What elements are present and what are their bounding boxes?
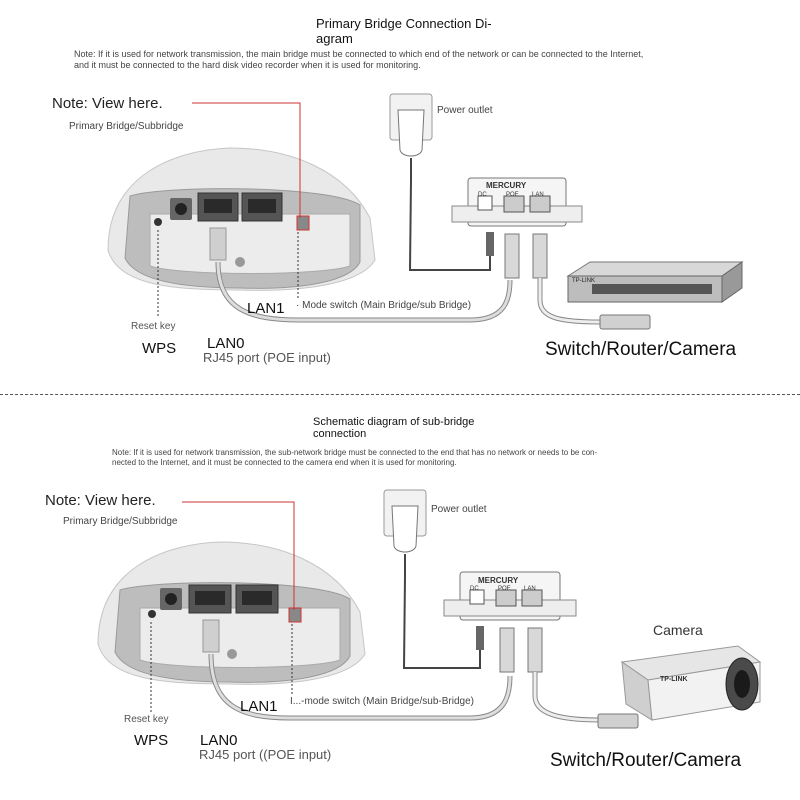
sub-bridge-diagram: Schematic diagram of sub-bridge connecti… bbox=[0, 396, 800, 800]
mode-switch-icon bbox=[288, 607, 302, 623]
note-line: Note: If it is used for network transmis… bbox=[112, 448, 598, 457]
bridge-device bbox=[97, 541, 366, 685]
reset-key-label: Reset key bbox=[131, 321, 176, 332]
wps-label: WPS bbox=[142, 340, 177, 357]
note-line: nected to the Internet, and it must be c… bbox=[112, 458, 457, 467]
note-line: Note: If it is used for network transmis… bbox=[74, 49, 644, 59]
primary-bridge-diagram: Primary Bridge Connection Di- agram Note… bbox=[0, 0, 800, 394]
title-line: Schematic diagram of sub-bridge bbox=[313, 416, 475, 428]
note-line: and it must be connected to the hard dis… bbox=[74, 60, 421, 70]
poe-port-dc: DC bbox=[470, 586, 479, 592]
power-outlet-label: Power outlet bbox=[437, 105, 493, 116]
reset-hole-icon bbox=[148, 610, 156, 618]
security-camera-icon bbox=[620, 645, 762, 721]
title-line: agram bbox=[316, 31, 353, 46]
mode-switch-icon bbox=[296, 215, 310, 231]
poe-port-dc: DC bbox=[478, 192, 487, 198]
diagram-title: Schematic diagram of sub-bridge connecti… bbox=[313, 416, 474, 440]
poe-brand: MERCURY bbox=[486, 181, 527, 190]
lan1-label: LAN1 bbox=[247, 300, 285, 317]
mode-switch-label: I...-mode switch (Main Bridge/sub-Bridge… bbox=[290, 696, 474, 707]
poe-port-poe: POE bbox=[498, 586, 511, 592]
switch-brand: TP-LINK bbox=[572, 278, 596, 284]
wps-label: WPS bbox=[134, 732, 169, 749]
note-view-here: Note: View here. bbox=[52, 95, 163, 112]
power-outlet-label: Power outlet bbox=[431, 504, 487, 515]
device-label: Primary Bridge/Subbridge bbox=[69, 121, 184, 132]
poe-injector-icon bbox=[451, 177, 583, 279]
device-label: Primary Bridge/Subbridge bbox=[63, 516, 178, 527]
diagram-note: Note: If it is used for network transmis… bbox=[112, 448, 597, 468]
lan1-label: LAN1 bbox=[240, 698, 278, 715]
bridge-device bbox=[107, 147, 376, 291]
sub-bridge-artwork bbox=[97, 489, 762, 729]
poe-injector-icon bbox=[443, 571, 577, 673]
camera-label: Camera bbox=[653, 622, 703, 638]
camera-brand: TP-LINK bbox=[660, 676, 688, 683]
reset-key-label: Reset key bbox=[124, 714, 169, 725]
poe-port-lan: LAN bbox=[532, 192, 544, 198]
lan0-label: LAN0 bbox=[207, 335, 245, 352]
rj45-label: RJ45 port ((POE input) bbox=[199, 747, 332, 762]
rj45-label: RJ45 port (POE input) bbox=[203, 350, 331, 365]
diagram-title: Primary Bridge Connection Di- agram bbox=[316, 16, 492, 46]
primary-bridge-artwork bbox=[107, 93, 744, 330]
reset-hole-icon bbox=[154, 218, 162, 226]
network-switch-icon bbox=[566, 261, 744, 303]
diagram-note: Note: If it is used for network transmis… bbox=[74, 49, 643, 71]
poe-port-lan: LAN bbox=[524, 586, 536, 592]
endpoint-label: Switch/Router/Camera bbox=[545, 339, 737, 360]
poe-port-poe: POE bbox=[506, 192, 519, 198]
mode-switch-label: · Mode switch (Main Bridge/sub Bridge) bbox=[296, 300, 472, 311]
title-line: connection bbox=[313, 428, 367, 440]
note-view-here: Note: View here. bbox=[45, 492, 156, 509]
power-outlet-icon bbox=[389, 93, 491, 271]
title-line: Primary Bridge Connection Di- bbox=[316, 16, 492, 31]
poe-brand: MERCURY bbox=[478, 576, 519, 585]
section-divider bbox=[0, 394, 800, 395]
power-outlet-icon bbox=[383, 489, 481, 669]
endpoint-label: Switch/Router/Camera bbox=[550, 750, 742, 771]
lan0-label: LAN0 bbox=[200, 732, 238, 749]
